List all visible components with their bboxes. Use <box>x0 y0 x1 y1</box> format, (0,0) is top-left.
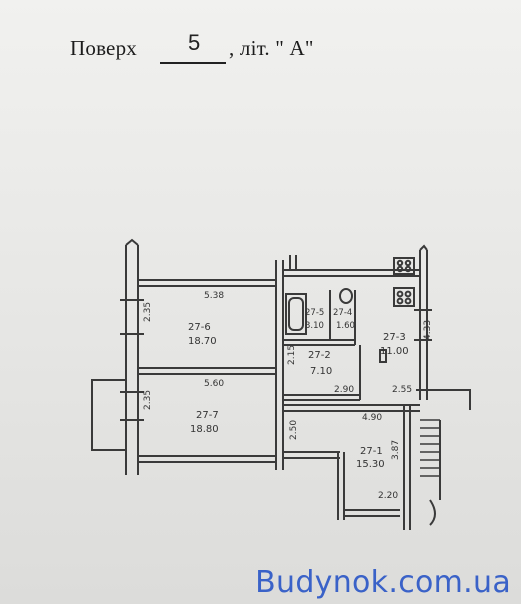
stair-turn <box>429 499 436 526</box>
stair-wall <box>416 389 471 500</box>
wall-right-break <box>419 244 428 251</box>
wall-top-27-6 <box>138 279 276 287</box>
bathtub <box>285 293 307 335</box>
floor-value: 5 <box>188 30 201 55</box>
wall-middle <box>275 260 284 470</box>
wall-bottom-27-7 <box>138 455 276 463</box>
floor-heading: Поверх , літ. " А" <box>70 36 314 61</box>
dim-label: 4.33 <box>423 320 433 340</box>
window-27-7 <box>120 391 144 421</box>
bathtub-inner <box>288 297 304 331</box>
stove <box>393 287 415 307</box>
watermark-logo: Budynok.com.ua <box>255 565 511 600</box>
chimney-left <box>289 255 297 270</box>
room-area: 3.10 <box>305 321 324 331</box>
room-area: 18.80 <box>190 424 219 435</box>
wall-27-1-left <box>337 452 345 520</box>
dim-label: 4.90 <box>362 413 382 423</box>
room-area: 1.60 <box>336 321 355 331</box>
toilet <box>339 288 353 304</box>
left-annex <box>91 379 127 451</box>
wall-corridor-top <box>283 339 355 346</box>
dim-label: 2.35 <box>143 390 153 410</box>
stove-burner <box>396 290 404 298</box>
dim-label: 2.20 <box>378 491 398 501</box>
dim-label: 2.55 <box>392 385 412 395</box>
wall-top-27-1 <box>283 404 420 412</box>
room-area: 11.00 <box>380 346 409 357</box>
room-area: 15.30 <box>356 459 385 470</box>
dim-label: 2.35 <box>143 302 153 322</box>
door-mark <box>379 349 387 363</box>
dim-label: 2.50 <box>289 420 299 440</box>
wall-right <box>419 250 428 400</box>
stove-burner <box>404 297 412 305</box>
wall-partition-6-7 <box>138 367 276 375</box>
dim-label: 5.38 <box>204 291 224 301</box>
dim-label: 2.90 <box>334 385 354 395</box>
floor-label: Поверх <box>70 36 137 60</box>
stove-burner <box>404 290 412 298</box>
left-wall <box>125 245 139 475</box>
dim-label: 5.60 <box>204 379 224 389</box>
room-id: 27-1 <box>360 446 383 457</box>
window-27-3 <box>414 309 432 341</box>
dim-label: 2.15 <box>287 345 297 365</box>
stove-upper <box>393 257 415 275</box>
room-area: 7.10 <box>310 366 332 377</box>
wall-hall <box>283 451 340 459</box>
dim-label: 3.87 <box>391 440 401 460</box>
wall-27-1-right <box>403 405 411 530</box>
room-id: 27-4 <box>333 308 352 318</box>
wall-corridor-bottom <box>283 394 360 401</box>
floor-value-underline <box>160 62 226 64</box>
stairs <box>420 419 440 477</box>
room-id: 27-2 <box>308 350 331 361</box>
room-id: 27-7 <box>196 410 219 421</box>
room-id: 27-6 <box>188 322 211 333</box>
room-area: 18.70 <box>188 336 217 347</box>
letter-label: , літ. " А" <box>228 36 314 60</box>
stove-burner <box>396 297 404 305</box>
wall-27-1-bottom <box>344 509 400 517</box>
left-wall-break <box>125 238 139 246</box>
room-id: 27-3 <box>383 332 406 343</box>
window-27-6 <box>120 299 144 335</box>
room-id: 27-5 <box>305 308 324 318</box>
